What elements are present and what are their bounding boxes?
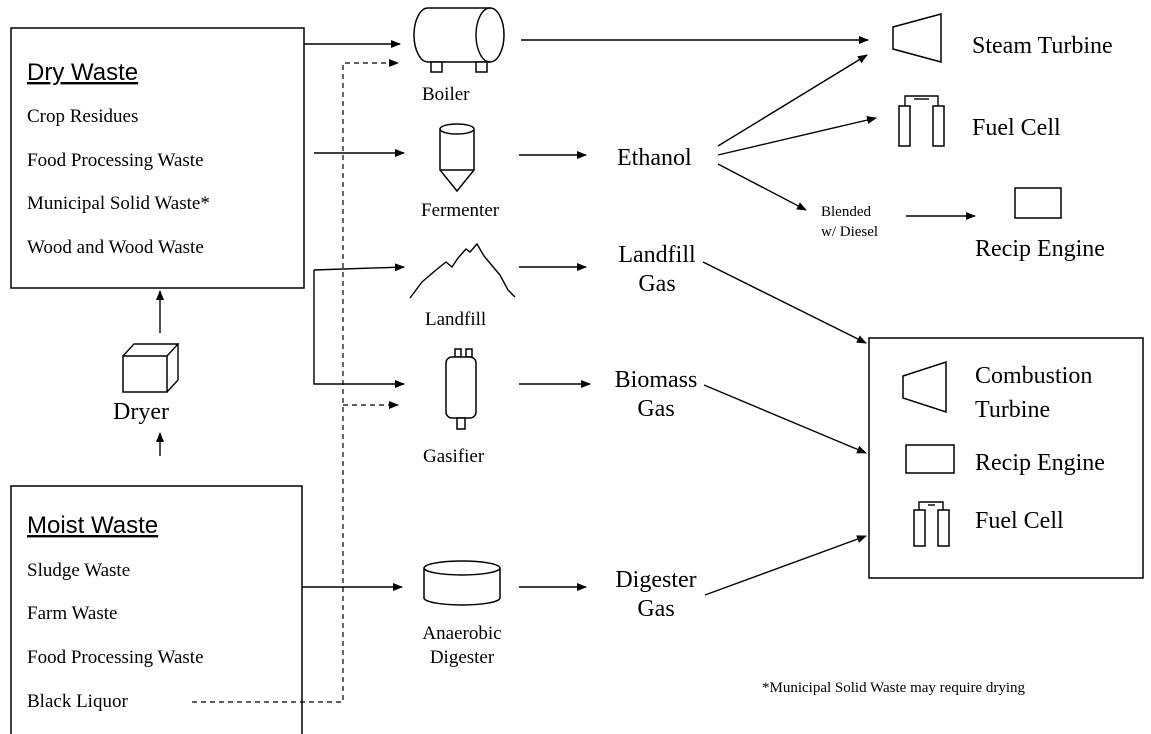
recip-engine-icon <box>1014 187 1062 219</box>
steam-turbine-icon <box>892 13 942 63</box>
combustion-turbine-label-line2: Turbine <box>975 397 1050 423</box>
ethanol-arrows <box>717 54 976 220</box>
moist-waste-item: Farm Waste <box>27 603 117 624</box>
anaerobic-digester-icon <box>423 560 501 606</box>
dryer-icon <box>122 343 180 393</box>
black-liquor-dashed-connector <box>192 59 399 703</box>
fermenter-label: Fermenter <box>421 200 500 221</box>
recip-engine-icon <box>905 444 955 474</box>
combustion-turbine-icon <box>902 360 947 414</box>
landfill-gas-label-line2: Gas <box>638 271 675 297</box>
steam-turbine-label: Steam Turbine <box>972 33 1113 59</box>
process-to-fuel-arrows <box>519 36 869 591</box>
digester-gas-label-line2: Gas <box>637 596 674 622</box>
blended-label-line1: Blended <box>821 204 871 220</box>
digester-gas-label-line1: Digester <box>615 567 696 593</box>
landfill-icon <box>409 242 516 299</box>
dry-waste-heading: Dry Waste <box>27 59 138 86</box>
dry-waste-item: Food Processing Waste <box>27 150 204 171</box>
fuel-cell-icon <box>913 501 950 547</box>
fuel-cell-label: Fuel Cell <box>975 508 1064 534</box>
recip-engine-label: Recip Engine <box>975 236 1105 262</box>
dry-waste-box: Dry Waste Crop Residues Food Processing … <box>10 27 305 289</box>
gasifier-label: Gasifier <box>423 446 485 467</box>
gas-to-generator-arrows <box>702 261 867 596</box>
dry-waste-item: Municipal Solid Waste* <box>27 193 210 214</box>
generator-box: Combustion Turbine Recip Engine Fuel Cel… <box>868 337 1144 579</box>
ethanol-label: Ethanol <box>617 145 692 171</box>
biomass-gas-label-line1: Biomass <box>615 367 698 393</box>
digester-label-line2: Digester <box>430 647 495 668</box>
combustion-turbine-label-line1: Combustion <box>975 363 1092 389</box>
fuel-cell-icon <box>898 95 945 147</box>
boiler-label: Boiler <box>422 84 470 105</box>
landfill-label: Landfill <box>425 309 486 330</box>
digester-label-line1: Anaerobic <box>422 623 501 644</box>
dry-waste-item: Wood and Wood Waste <box>27 237 204 258</box>
moist-waste-box: Moist Waste Sludge Waste Farm Waste Food… <box>10 485 303 734</box>
recip-engine-label: Recip Engine <box>975 450 1105 476</box>
moist-waste-item: Food Processing Waste <box>27 647 204 668</box>
footnote: *Municipal Solid Waste may require dryin… <box>762 680 1026 696</box>
boiler-icon <box>413 7 505 73</box>
moist-waste-heading: Moist Waste <box>27 512 158 539</box>
moist-waste-item: Sludge Waste <box>27 560 130 581</box>
blended-label-line2: w/ Diesel <box>821 224 878 240</box>
dryer-label: Dryer <box>113 399 169 425</box>
dry-waste-connectors <box>304 40 405 388</box>
biomass-gas-label-line2: Gas <box>637 396 674 422</box>
gasifier-icon <box>445 348 477 430</box>
landfill-gas-label-line1: Landfill <box>618 242 696 268</box>
fermenter-icon <box>439 123 475 193</box>
fuel-cell-label: Fuel Cell <box>972 115 1061 141</box>
moist-waste-item: Black Liquor <box>27 691 128 712</box>
dry-waste-item: Crop Residues <box>27 106 138 127</box>
